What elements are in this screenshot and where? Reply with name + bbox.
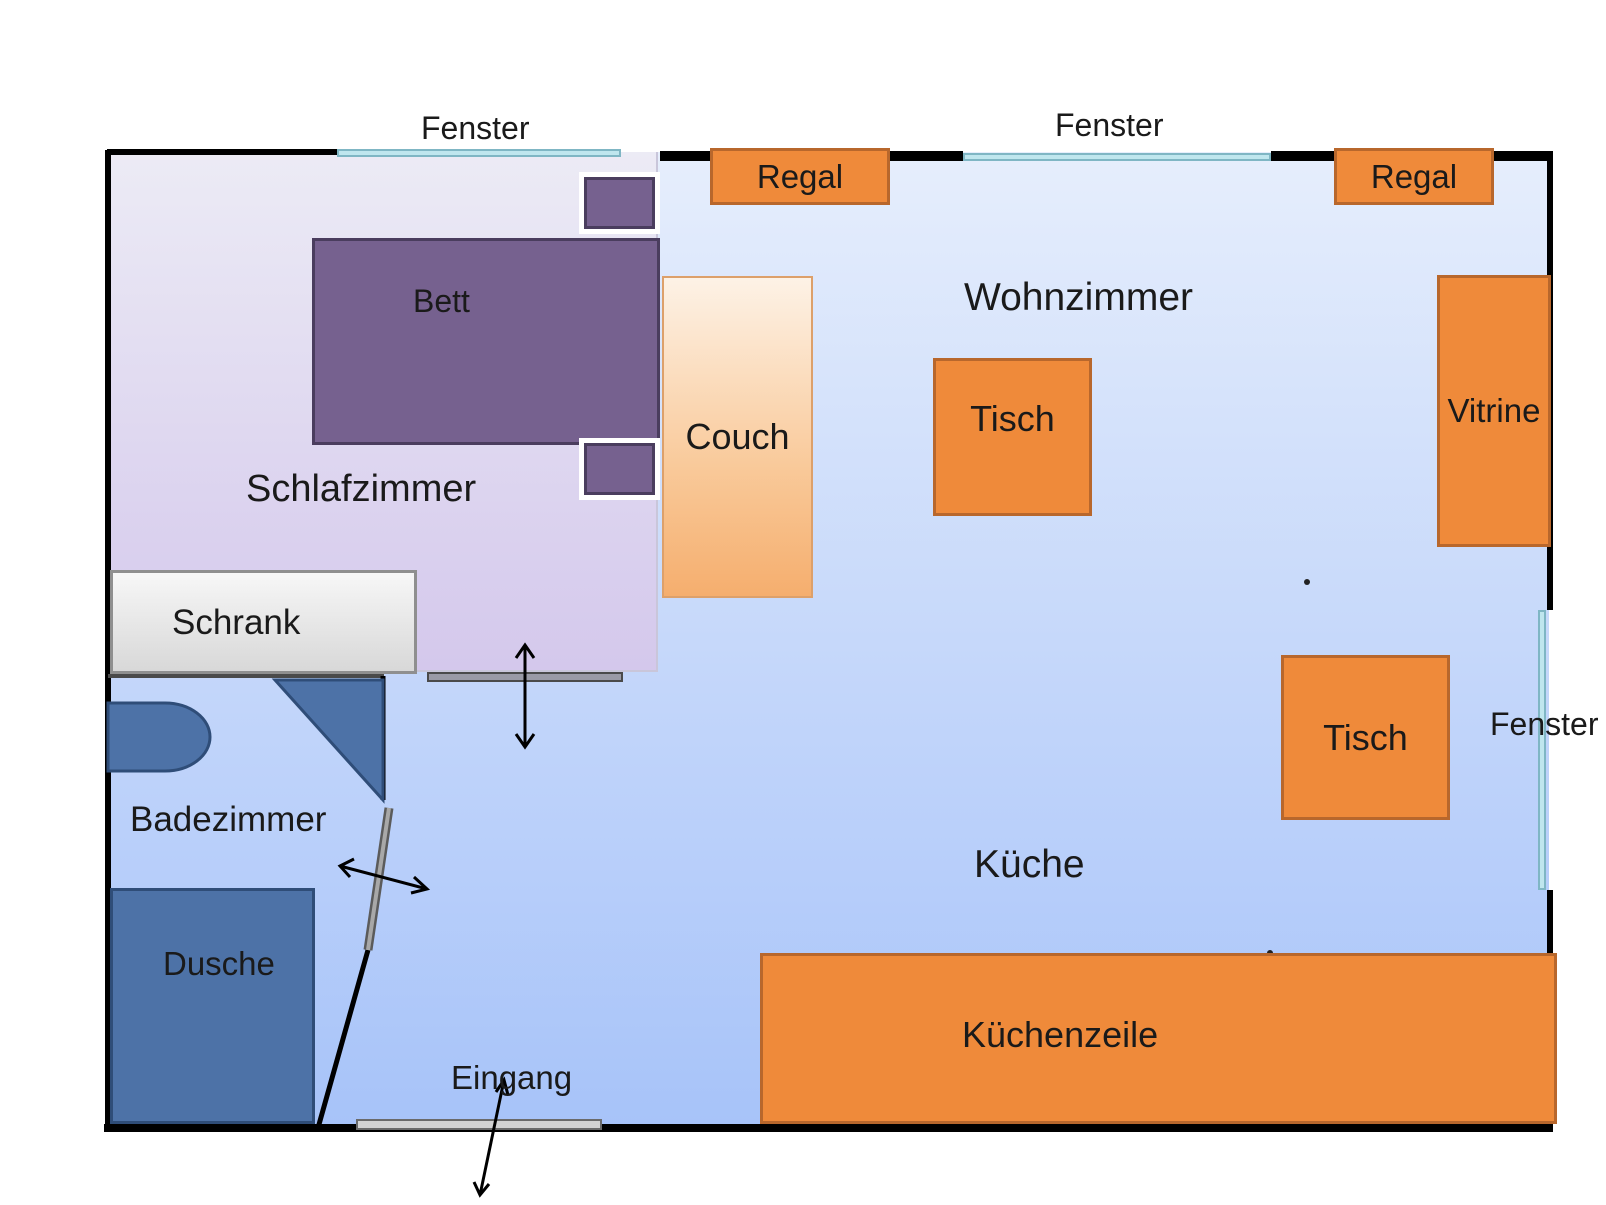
- bedroom-door-arrow: [514, 642, 536, 750]
- shelf-right: Regal: [1334, 148, 1494, 205]
- window-top-left-label: Fenster: [421, 110, 530, 146]
- bed-label: Bett: [413, 283, 470, 319]
- display-cabinet-label: Vitrine: [1447, 392, 1541, 429]
- display-cabinet: Vitrine: [1437, 275, 1551, 547]
- window-top-middle: [963, 153, 1271, 161]
- window-right: [1538, 610, 1546, 890]
- entrance-door: [356, 1119, 602, 1130]
- shelf-left-label: Regal: [756, 157, 844, 195]
- window-right-label: Fenster: [1490, 706, 1599, 742]
- wardrobe: Schrank: [110, 570, 417, 674]
- bed: Bett: [312, 238, 660, 445]
- entrance-arrow: [472, 1076, 510, 1198]
- bedroom-label: Schlafzimmer: [246, 468, 477, 510]
- bathroom-door-arrow: [337, 857, 431, 895]
- nightstand-top: [584, 177, 655, 229]
- entrance-label: Eingang: [451, 1059, 573, 1096]
- wardrobe-label: Schrank: [172, 603, 301, 642]
- shelf-left: Regal: [710, 148, 890, 205]
- shower: Dusche: [110, 888, 315, 1124]
- window-top-left: [337, 149, 621, 157]
- table-bottom-label: Tisch: [1323, 716, 1408, 758]
- bathroom-label: Badezimmer: [130, 800, 327, 839]
- table-bottom: Tisch: [1281, 655, 1450, 820]
- couch: Couch: [662, 276, 813, 598]
- kitchenette-label: Küchenzeile: [962, 1014, 1159, 1055]
- shower-label: Dusche: [163, 945, 275, 982]
- nightstand-bottom: [584, 443, 655, 495]
- bathroom-sink: [271, 678, 385, 804]
- couch-label: Couch: [685, 416, 790, 457]
- living-room-label: Wohnzimmer: [964, 276, 1193, 319]
- kitchenette: Küchenzeile: [760, 953, 1557, 1124]
- bathroom-wall-diagonal: [315, 949, 371, 1129]
- table-top: Tisch: [933, 358, 1092, 516]
- kitchen-label: Küche: [974, 843, 1085, 886]
- shelf-right-label: Regal: [1370, 157, 1458, 195]
- marker-dot: [1304, 579, 1310, 585]
- toilet: [106, 701, 212, 773]
- window-top-middle-label: Fenster: [1055, 107, 1164, 143]
- table-top-label: Tisch: [970, 398, 1055, 439]
